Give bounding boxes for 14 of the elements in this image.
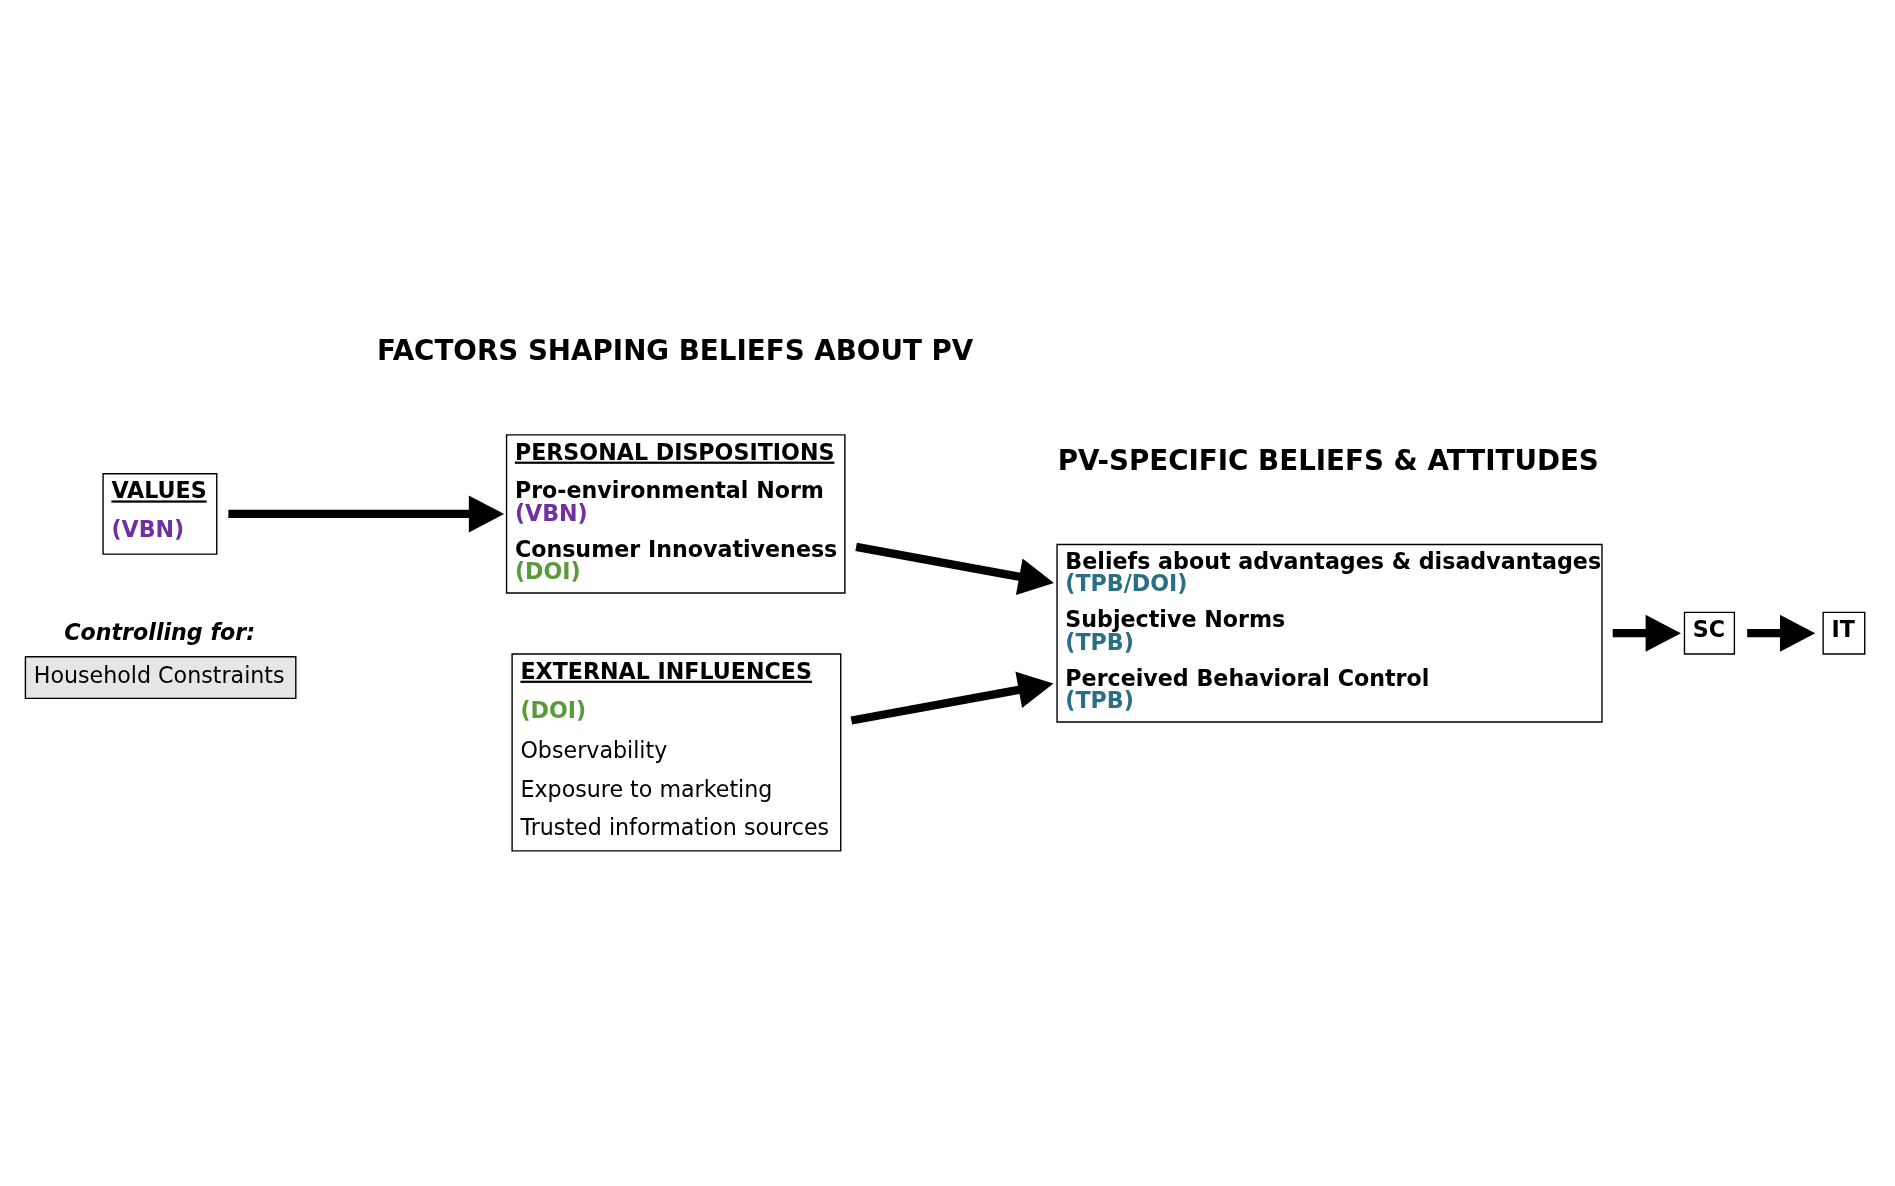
node-box: IT bbox=[1822, 611, 1866, 655]
node-box: SC bbox=[1683, 611, 1736, 655]
arrow bbox=[850, 671, 1054, 725]
node-box: VALUES (VBN) bbox=[102, 473, 218, 555]
arrow bbox=[1612, 614, 1681, 652]
arrow bbox=[1747, 614, 1816, 652]
label: PV-SPECIFIC BELIEFS & ATTITUDES bbox=[1057, 443, 1599, 477]
node-label: Controlling for: bbox=[64, 618, 256, 645]
node-box: PERSONAL DISPOSITIONS Pro-environmental Norm (VBN) Consumer Innovativeness (DOI) bbox=[505, 434, 846, 594]
arrow bbox=[228, 495, 505, 533]
node-box: Beliefs about advantages & disadvantages (TPB/DOI) Subjective Norms (TPB) Perceived Behavioral Control (TPB) bbox=[1056, 543, 1603, 723]
arrow bbox=[855, 542, 1054, 595]
node-box: EXTERNAL INFLUENCES (DOI) Observability Exposure to marketing Trusted information sources bbox=[511, 653, 842, 852]
label: FACTORS SHAPING BELIEFS ABOUT PV bbox=[376, 334, 974, 368]
